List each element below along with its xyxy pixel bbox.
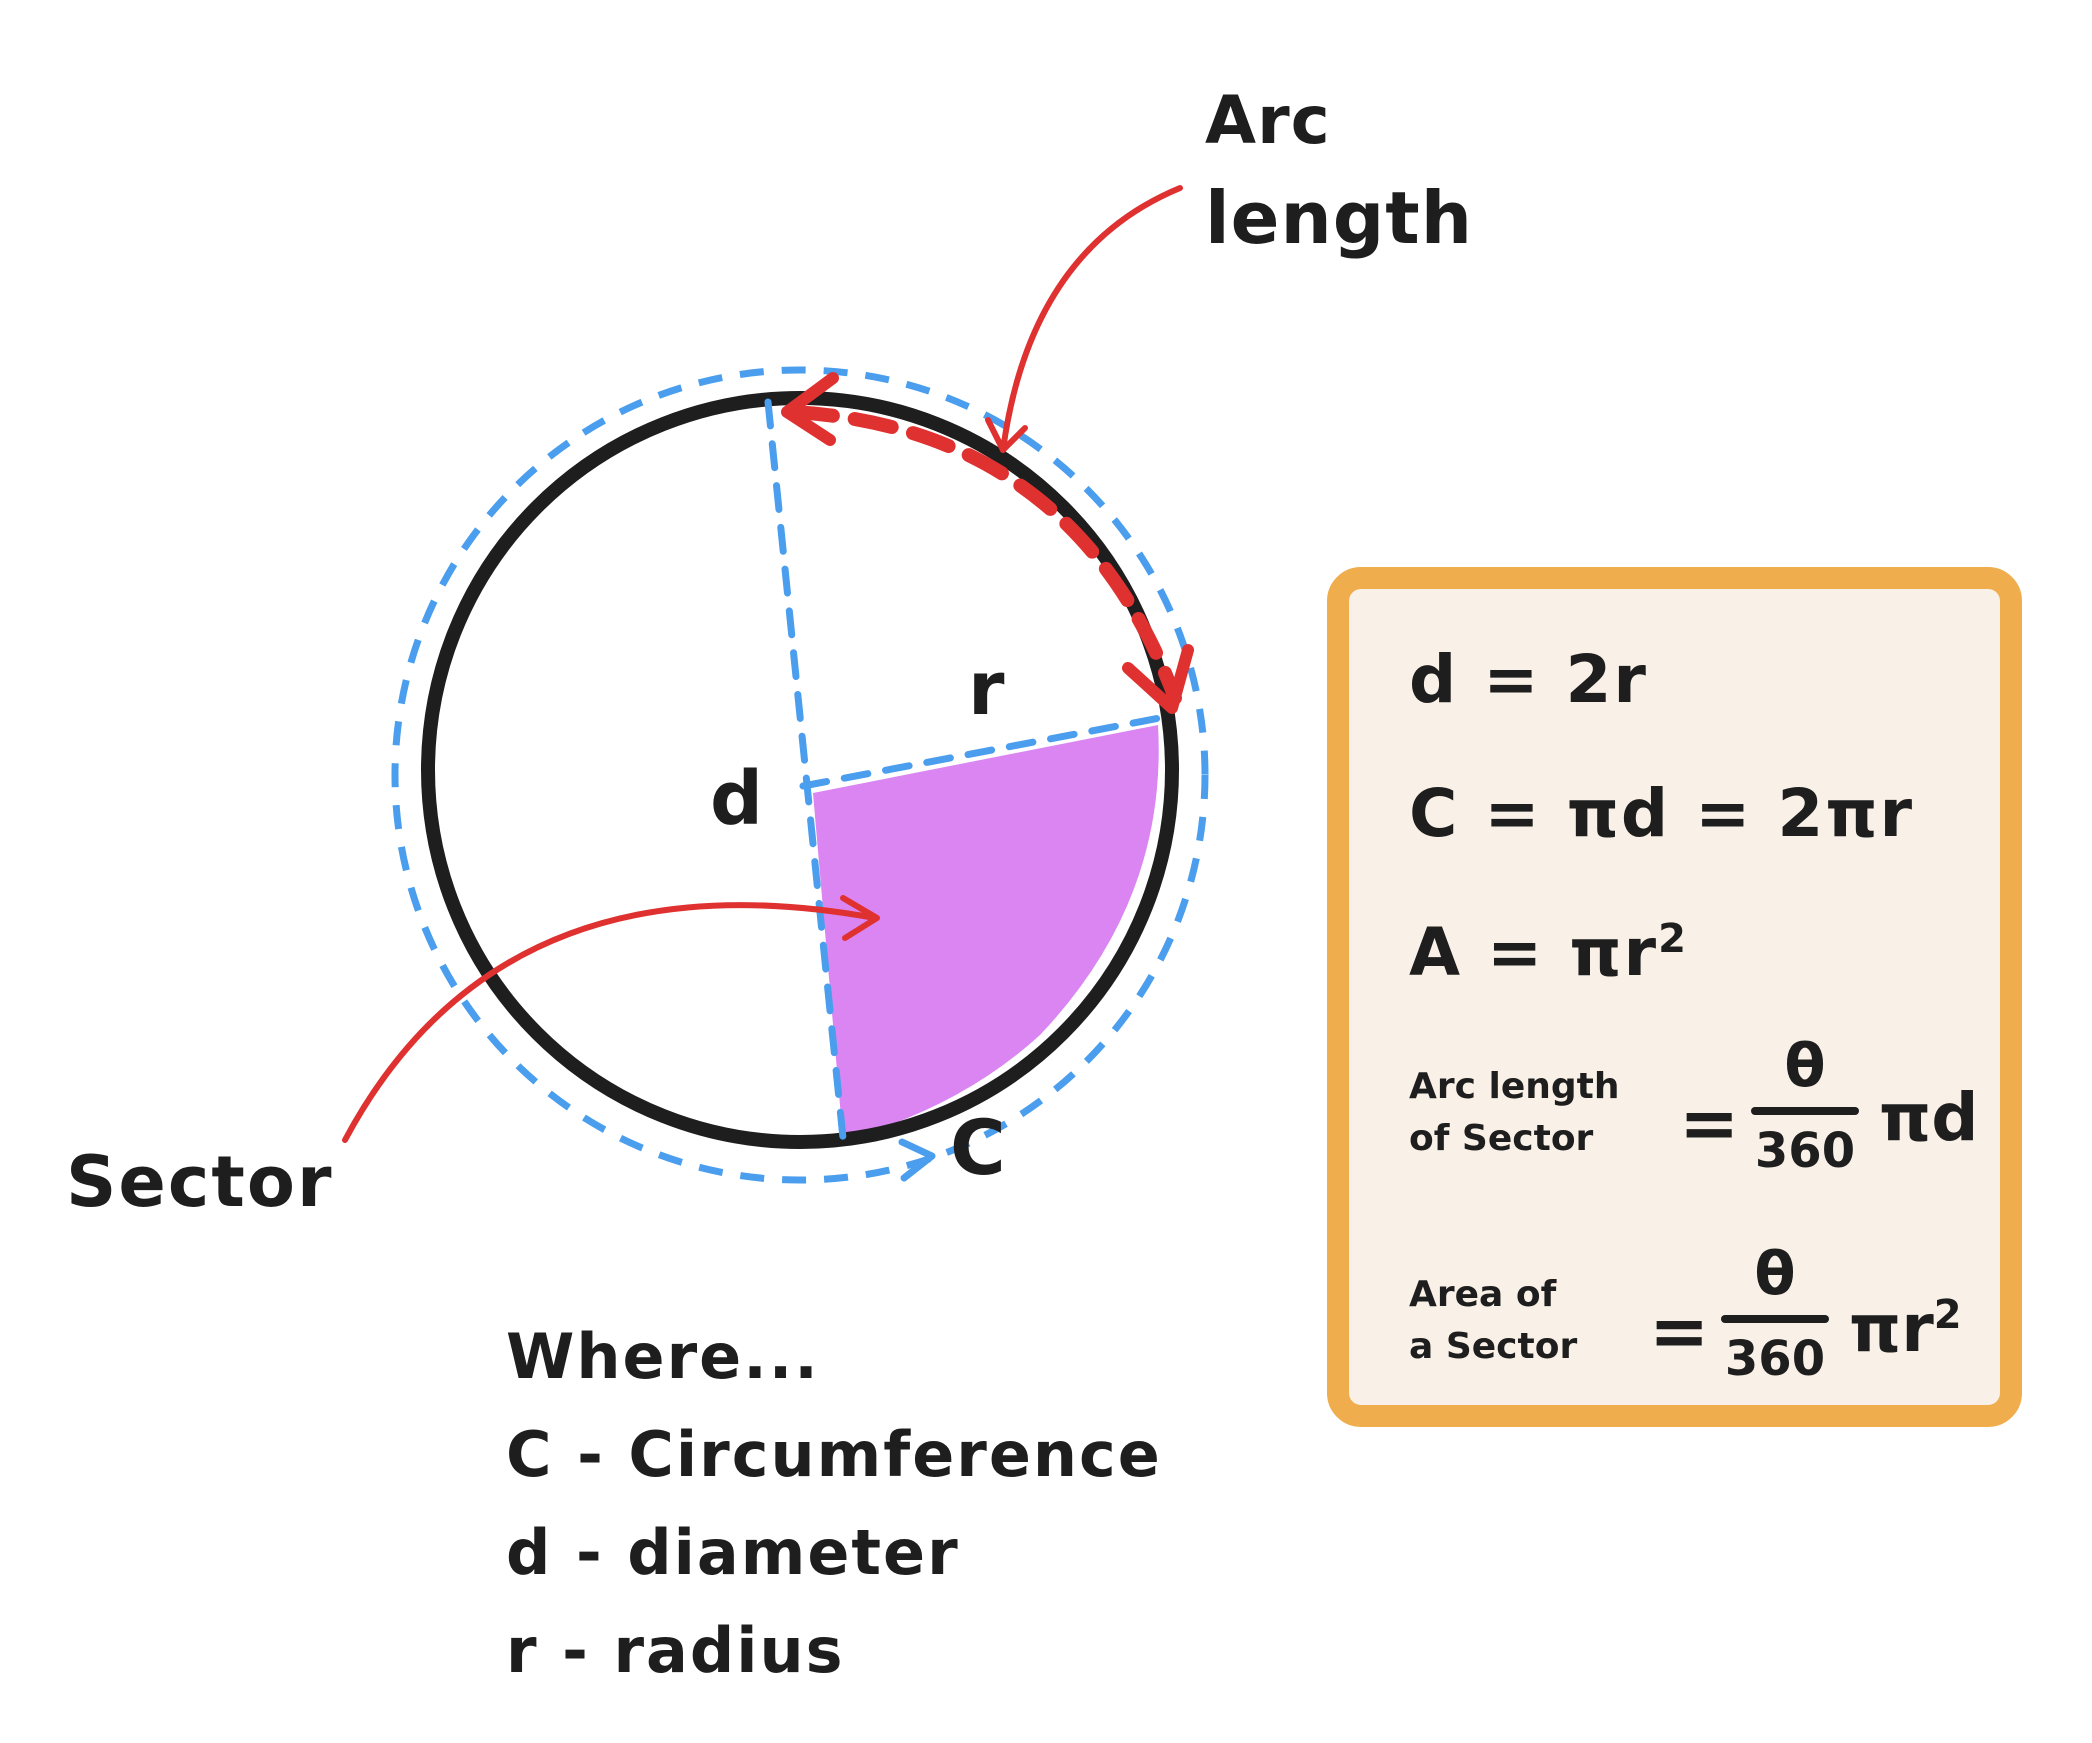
diameter-line <box>764 398 847 1142</box>
diameter-label: d <box>710 756 763 842</box>
arc-length-equals: = <box>1679 1081 1740 1165</box>
area-formula: A = πr2 <box>1409 919 1688 986</box>
diameter-formula: d = 2r <box>1409 641 1648 718</box>
sector-area-rhs: πr2 <box>1849 1295 1962 1362</box>
fraction-denominator: 360 <box>1754 1123 1856 1179</box>
legend-item: C - Circumference <box>506 1418 1162 1491</box>
arc-label-pointer <box>1000 185 1183 453</box>
fraction-bar <box>1751 1107 1859 1115</box>
length-label: length <box>1205 176 1473 260</box>
circumference-arrowhead <box>898 1138 936 1182</box>
sector-area-caption: Area of a Sector <box>1409 1269 1577 1373</box>
arc-label-pointer-head <box>985 417 1028 453</box>
sector-area-rhs-exponent: 2 <box>1933 1292 1962 1338</box>
area-formula-exponent: 2 <box>1658 916 1688 962</box>
sector-area-caption-line: a Sector <box>1409 1326 1578 1368</box>
circumference-dashed-circle <box>391 366 1209 1184</box>
fraction-numerator: θ <box>1754 1239 1796 1309</box>
arc-length-fraction: θ 360 <box>1751 1031 1859 1181</box>
arc-length-caption-line: Arc length <box>1409 1066 1620 1107</box>
sector-label-pointer <box>342 902 878 1143</box>
sector-area-equals: = <box>1649 1289 1710 1373</box>
legend-item: r - radius <box>506 1614 845 1687</box>
circumference-formula: C = πd = 2πr <box>1409 775 1915 852</box>
sector-region <box>813 725 1159 1140</box>
fraction-denominator: 360 <box>1724 1331 1826 1387</box>
radius-line <box>799 713 1169 790</box>
arc-length-caption: Arc length of Sector <box>1409 1061 1619 1165</box>
sector-area-fraction: θ 360 <box>1721 1239 1829 1389</box>
arc-label: Arc <box>1205 82 1331 159</box>
arc-length-arrow <box>788 405 1182 705</box>
fraction-bar <box>1721 1315 1829 1323</box>
legend-heading: Where... <box>506 1320 820 1393</box>
sector-area-caption-line: Area of <box>1409 1274 1557 1315</box>
arc-arrowhead-start <box>781 372 839 446</box>
formula-box: d = 2r C = πd = 2πr A = πr2 Arc length o… <box>1327 567 2022 1427</box>
sector-area-rhs-base: πr <box>1849 1290 1934 1367</box>
legend-item: d - diameter <box>506 1516 960 1589</box>
area-formula-base: A = πr <box>1409 914 1659 991</box>
arc-length-caption-line: of Sector <box>1409 1118 1594 1160</box>
circumference-label: C <box>950 1103 1006 1192</box>
sector-label-pointer-head <box>840 895 880 941</box>
sector-label: Sector <box>66 1141 334 1223</box>
fraction-numerator: θ <box>1784 1031 1826 1101</box>
arc-length-rhs: πd <box>1879 1079 1979 1156</box>
radius-label: r <box>968 646 1005 732</box>
legend: Where... C - Circumference d - diameter … <box>506 1308 1162 1700</box>
arc-arrowhead-end <box>1122 644 1194 714</box>
